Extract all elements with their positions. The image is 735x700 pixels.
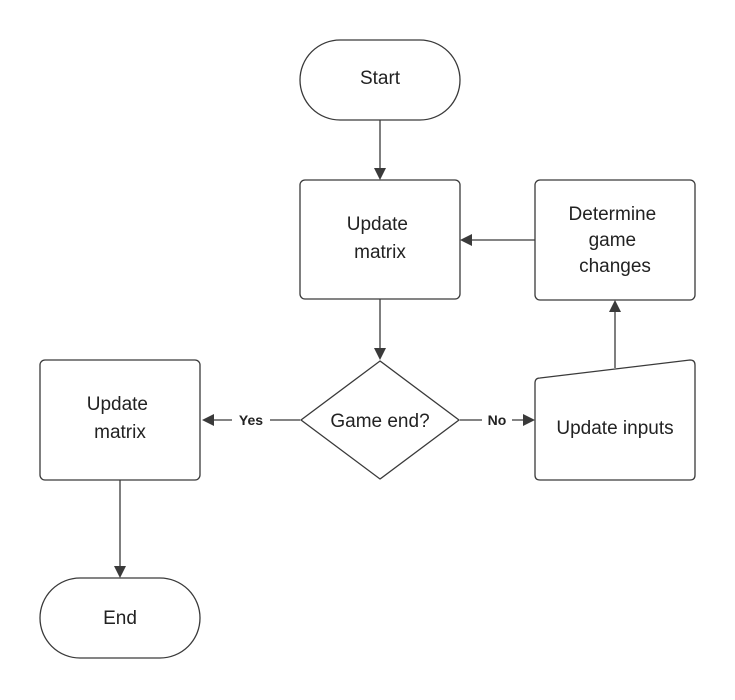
no-label: No xyxy=(488,412,507,428)
update-matrix-top-label: Update matrix xyxy=(347,214,414,263)
edge-update-matrix-to-end xyxy=(114,480,126,578)
start-terminal: Start xyxy=(299,39,461,121)
game-end-decision: Game end? xyxy=(299,360,461,480)
start-label: Start xyxy=(360,68,401,89)
yes-label: Yes xyxy=(239,412,263,428)
edge-no-branch: No xyxy=(460,410,535,430)
determine-changes-label: Determine game changes xyxy=(569,204,662,277)
determine-changes-box: Determine game changes xyxy=(534,179,696,301)
update-inputs-label: Update inputs xyxy=(556,418,673,439)
edge-update-matrix-to-game-end xyxy=(374,299,386,360)
end-label: End xyxy=(103,608,137,629)
update-matrix-left-box: Update matrix xyxy=(39,359,201,481)
game-end-label: Game end? xyxy=(330,411,429,432)
edge-determine-changes-to-update-matrix xyxy=(460,234,535,246)
end-terminal: End xyxy=(39,577,201,659)
edge-yes-branch: Yes xyxy=(202,410,300,430)
update-inputs-box: Update inputs xyxy=(534,359,696,481)
edge-start-to-update-matrix xyxy=(374,120,386,180)
edge-update-inputs-to-determine-changes xyxy=(609,300,621,368)
update-matrix-left-label: Update matrix xyxy=(87,394,154,443)
update-matrix-top-box: Update matrix xyxy=(299,179,461,300)
